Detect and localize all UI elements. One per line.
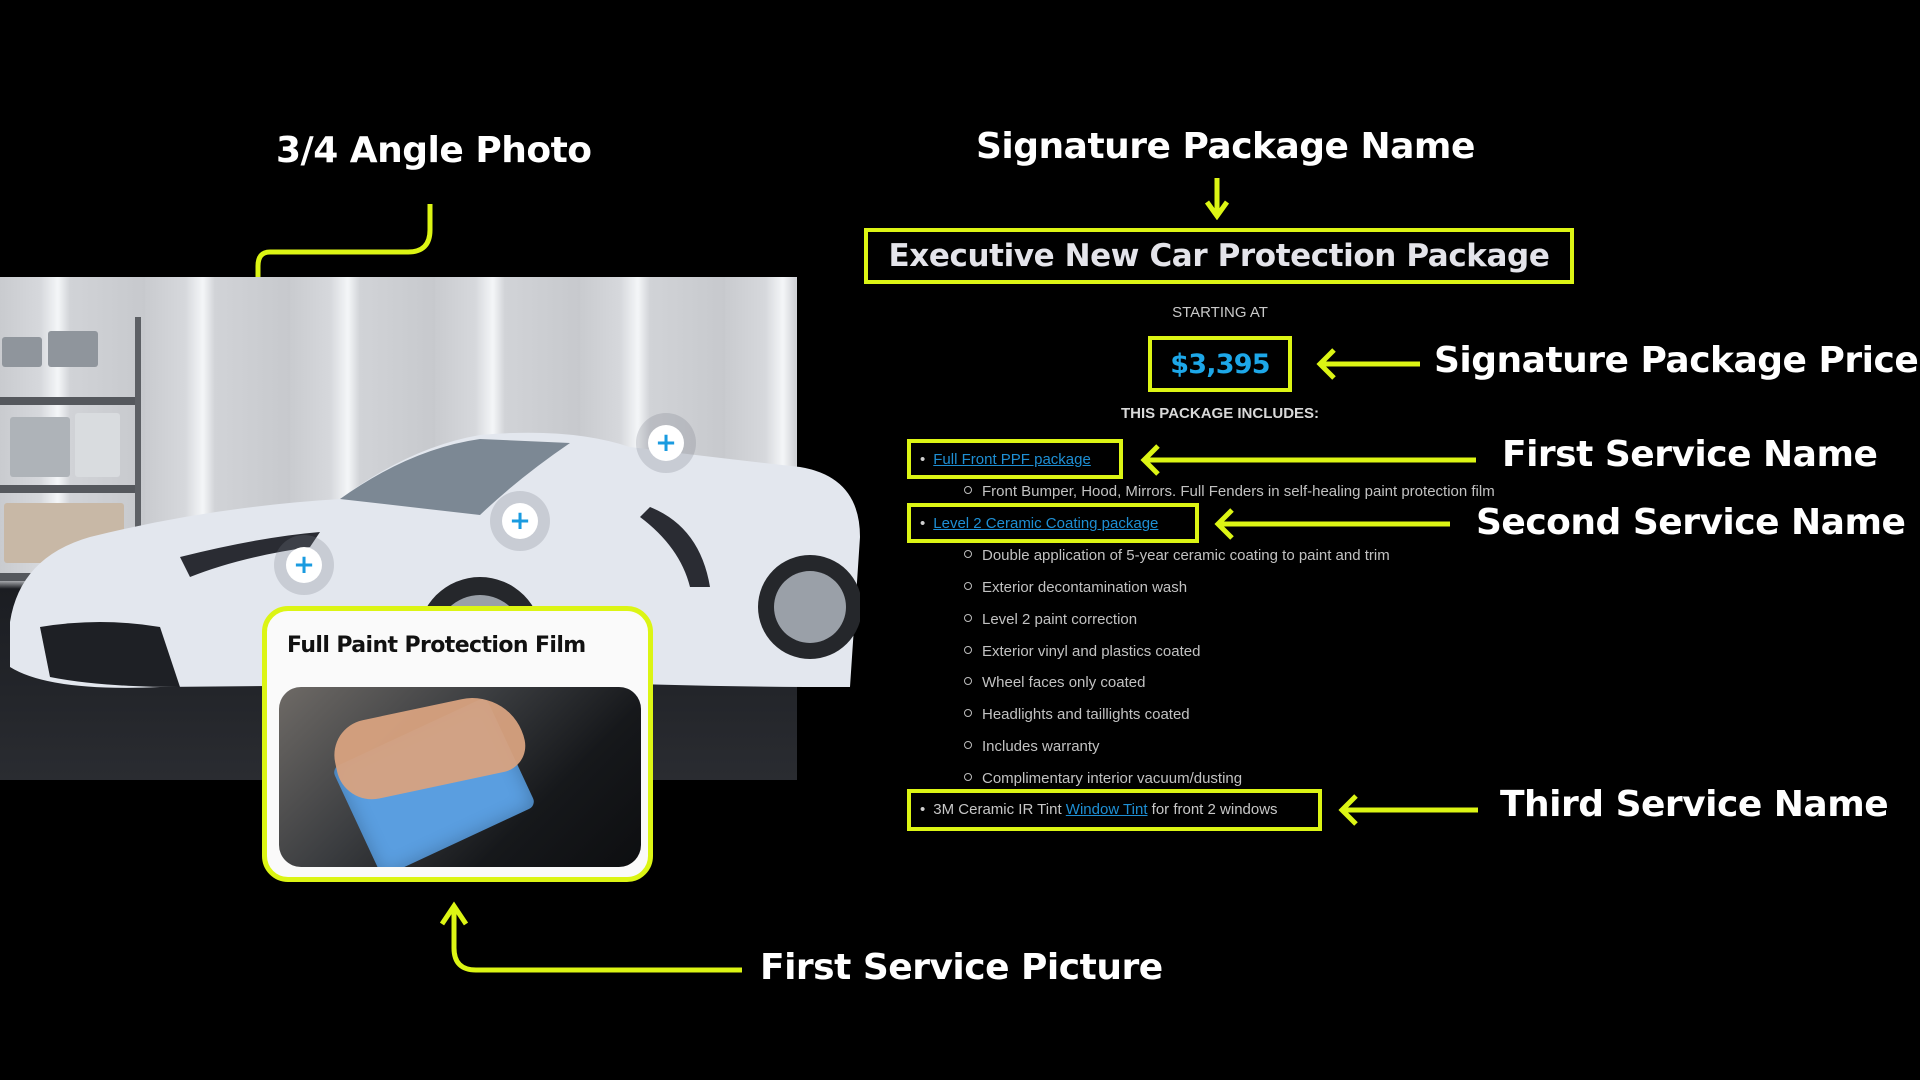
service-detail: Front Bumper, Hood, Mirrors. Full Fender… bbox=[964, 483, 1495, 500]
starting-at-label: STARTING AT bbox=[1172, 304, 1268, 321]
third-service-row: •3M Ceramic IR Tint Window Tint for fron… bbox=[920, 801, 1278, 818]
annotation-first-service-picture: First Service Picture bbox=[760, 947, 1163, 988]
circle-bullet-icon bbox=[964, 614, 972, 623]
bullet-icon: • bbox=[920, 515, 926, 532]
circle-bullet-icon bbox=[964, 773, 972, 782]
annotation-angle-photo: 3/4 Angle Photo bbox=[276, 130, 592, 171]
service-detail: Complimentary interior vacuum/dusting bbox=[964, 770, 1242, 787]
circle-bullet-icon bbox=[964, 582, 972, 591]
annotation-package-price: Signature Package Price bbox=[1434, 340, 1919, 381]
circle-bullet-icon bbox=[964, 550, 972, 559]
package-title: Executive New Car Protection Package bbox=[864, 228, 1574, 284]
service-detail: Exterior vinyl and plastics coated bbox=[964, 643, 1200, 660]
arrow-third-service-icon bbox=[1338, 794, 1478, 826]
arrow-first-service-icon bbox=[1140, 444, 1476, 476]
service-detail: Exterior decontamination wash bbox=[964, 579, 1187, 596]
package-price: $3,395 bbox=[1148, 336, 1292, 392]
third-service-highlight bbox=[907, 789, 1322, 831]
service-detail: Wheel faces only coated bbox=[964, 674, 1145, 691]
annotation-package-name: Signature Package Name bbox=[976, 126, 1475, 167]
first-service-card[interactable]: Full Paint Protection Film bbox=[262, 606, 653, 882]
first-service-highlight bbox=[907, 439, 1123, 479]
first-service-row: • Full Front PPF package bbox=[920, 451, 1091, 468]
circle-bullet-icon bbox=[964, 709, 972, 718]
service-detail: Level 2 paint correction bbox=[964, 611, 1137, 628]
circle-bullet-icon bbox=[964, 741, 972, 750]
includes-label: THIS PACKAGE INCLUDES: bbox=[1120, 405, 1320, 422]
second-service-row: • Level 2 Ceramic Coating package bbox=[920, 515, 1158, 532]
shelf-background bbox=[0, 317, 141, 617]
third-service-link[interactable]: Window Tint bbox=[1065, 801, 1148, 818]
circle-bullet-icon bbox=[964, 677, 972, 686]
second-service-link[interactable]: Level 2 Ceramic Coating package bbox=[933, 515, 1159, 532]
annotation-second-service-name: Second Service Name bbox=[1476, 502, 1906, 543]
first-service-link[interactable]: Full Front PPF package bbox=[933, 451, 1091, 468]
annotation-first-service-name: First Service Name bbox=[1502, 434, 1878, 475]
first-service-picture bbox=[279, 687, 641, 867]
circle-bullet-icon bbox=[964, 486, 972, 495]
annotation-third-service-name: Third Service Name bbox=[1500, 784, 1889, 825]
hotspot-button-mirror[interactable]: + bbox=[648, 425, 684, 461]
bullet-icon: • bbox=[920, 451, 926, 468]
service-detail: Headlights and taillights coated bbox=[964, 706, 1190, 723]
service-detail: Includes warranty bbox=[964, 738, 1100, 755]
service-card-title: Full Paint Protection Film bbox=[287, 633, 586, 658]
arrow-package-name-icon bbox=[1204, 178, 1230, 220]
hotspot-button-bumper[interactable]: + bbox=[286, 547, 322, 583]
circle-bullet-icon bbox=[964, 646, 972, 655]
hotspot-button-fender[interactable]: + bbox=[502, 503, 538, 539]
arrow-service-picture-icon bbox=[439, 901, 742, 973]
bullet-icon: • bbox=[920, 801, 926, 818]
second-service-highlight bbox=[907, 503, 1199, 543]
service-detail: Double application of 5-year ceramic coa… bbox=[964, 547, 1390, 564]
arrow-price-icon bbox=[1316, 348, 1420, 380]
arrow-second-service-icon bbox=[1214, 508, 1450, 540]
